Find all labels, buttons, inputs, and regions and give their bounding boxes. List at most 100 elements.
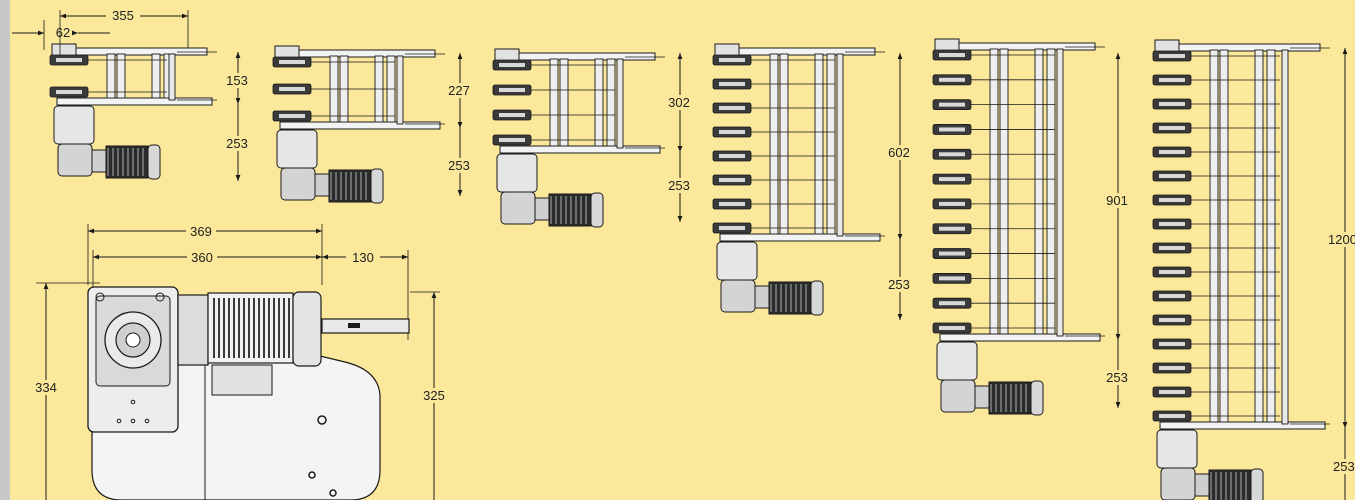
frame-column [116,53,126,99]
gear-reducer [940,379,976,413]
drive-head [714,43,740,57]
dim-334-label: 334 [35,380,57,395]
frame-column [549,58,559,147]
sprocket-hub [719,106,745,110]
drive-head [494,48,520,62]
motor-adapter [177,294,209,366]
unit-153-frame [49,43,217,180]
unit-901-frame [932,38,1105,416]
sprocket-hub [719,82,745,86]
fan-cover [1250,468,1264,500]
sprocket-hub [1159,174,1185,178]
dim-253-label: 253 [1106,370,1128,385]
label-bg [1333,459,1355,474]
label-bg [884,277,914,292]
sprocket-hub [56,58,82,62]
bolt-hole [130,399,136,405]
dim-227-label: 227 [448,83,470,98]
sprocket-hub [1159,294,1185,298]
unit-153: 355 62 153 253 [12,8,252,181]
label-bg [222,73,252,88]
label-bg [444,158,474,173]
unit-901: 901 253 [932,38,1132,416]
unit-302-frame [492,48,665,228]
sprocket-hub [939,201,965,206]
sprocket-hub [939,177,965,182]
dim-253-label: 253 [1333,459,1355,474]
unit-602-frame [712,43,885,316]
gearbox [1156,429,1198,469]
bottom-rail [719,233,881,242]
sprocket-hub [499,113,525,117]
fan-cover [590,192,604,228]
sprocket-hub [719,226,745,230]
dim-355-label: 355 [112,8,134,23]
label-bg [187,250,217,265]
top-rail [1154,43,1321,52]
bolt-hole [95,292,105,302]
gear-reducer [500,191,536,225]
sprocket-hub [719,154,745,158]
frame-column [779,53,789,235]
gear-reducer [280,167,316,201]
sprocket-hub [719,178,745,182]
sprocket-hub [1159,150,1185,154]
sprocket-hub [939,251,965,256]
dim-253-label: 253 [888,277,910,292]
frame-column [769,53,779,235]
label-bg [664,95,694,110]
sprocket-hub [1159,414,1185,418]
gearbox [936,341,978,381]
frame-column [559,58,569,147]
sprocket-hub [939,53,965,57]
unit-227: 227 253 [272,45,474,204]
torque-arm [321,318,410,334]
frame-column [594,58,604,147]
dim-369-label: 369 [190,224,212,239]
sprocket-hub [1159,78,1185,82]
sprocket-hub [939,102,965,107]
sprocket-hub [279,87,305,91]
sprocket-hub [939,127,965,132]
bolt-hole [144,418,150,424]
dim-253-label: 253 [668,178,690,193]
motor [548,193,592,227]
sprocket-hub [1159,342,1185,346]
frame-column [1046,48,1056,335]
sprocket-hub [719,202,745,206]
dim-901-label: 901 [1106,193,1128,208]
frame-column [814,53,824,235]
label-bg [444,83,474,98]
gear-reducer [720,279,756,313]
sprocket-hub [1159,54,1185,58]
bottom-rail [1159,421,1326,430]
sprocket-hub [1159,198,1185,202]
sprocket-hub [1159,366,1185,370]
sprocket-hub [939,326,965,330]
sprocket-hub [1159,102,1185,106]
sprocket-hub [719,130,745,134]
drive-head [1154,39,1180,53]
motor-adapter [314,173,330,197]
sprocket-hub [499,63,525,67]
sprocket-hub [939,276,965,281]
label-bg [418,388,450,403]
frame-column [1281,49,1289,425]
fan-cover [370,168,384,204]
frame-column [989,48,999,335]
frame-column [1219,49,1229,423]
bolt-hole [329,489,337,497]
label-bg [1102,193,1132,208]
bottom-rail [56,97,213,106]
shaft-center [125,332,141,348]
bolt-hole [116,418,122,424]
gear-reducer [1160,467,1196,500]
frame-column [168,53,176,101]
electric-motor-body [207,292,294,364]
unit-602: 602 253 [712,43,914,320]
bolt-hole [130,418,136,424]
drive-head [51,43,77,57]
sprocket-hub [279,60,305,64]
sprocket-hub [499,88,525,92]
